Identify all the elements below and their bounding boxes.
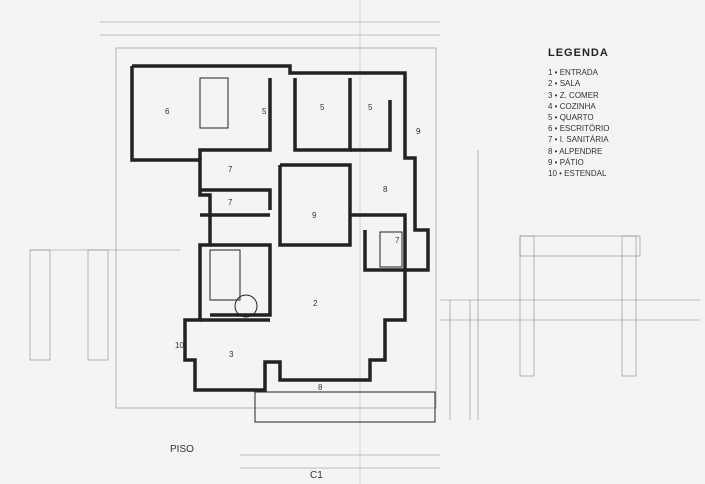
legend: LEGENDA 1 • ENTRADA 2 • SALA 3 • Z. COME… — [548, 47, 610, 179]
room-label: 7 — [228, 198, 233, 207]
legend-item: 7 • I. SANITÁRIA — [548, 135, 609, 145]
legend-item: 3 • Z. COMER — [548, 90, 599, 100]
room-label: 8 — [383, 185, 388, 194]
legend-item: 8 • ALPENDRE — [548, 146, 603, 156]
room-label: 5 — [262, 107, 267, 116]
room-label: 5 — [368, 103, 373, 112]
room-label: 8 — [318, 383, 323, 392]
floor-label: PISO — [170, 444, 194, 455]
legend-title: LEGENDA — [548, 47, 609, 59]
legend-item: 6 • ESCRITÓRIO — [548, 124, 610, 134]
legend-item: 2 • SALA — [548, 79, 581, 89]
legend-item: 5 • QUARTO — [548, 113, 594, 123]
legend-item: 1 • ENTRADA — [548, 68, 598, 78]
legend-item: 9 • PÁTIO — [548, 157, 584, 167]
legend-item: 10 • ESTENDAL — [548, 169, 607, 179]
room-label: 3 — [229, 350, 234, 359]
room-label: 9 — [312, 211, 317, 220]
room-label: 6 — [165, 107, 170, 116]
room-label: 5 — [320, 103, 325, 112]
room-label: 2 — [313, 299, 318, 308]
room-label: 10 — [175, 341, 184, 350]
room-label: 9 — [416, 127, 421, 136]
room-label: 7 — [228, 165, 233, 174]
legend-item: 4 • COZINHA — [548, 101, 596, 111]
room-label: 7 — [395, 236, 400, 245]
section-label: C1 — [310, 470, 323, 481]
